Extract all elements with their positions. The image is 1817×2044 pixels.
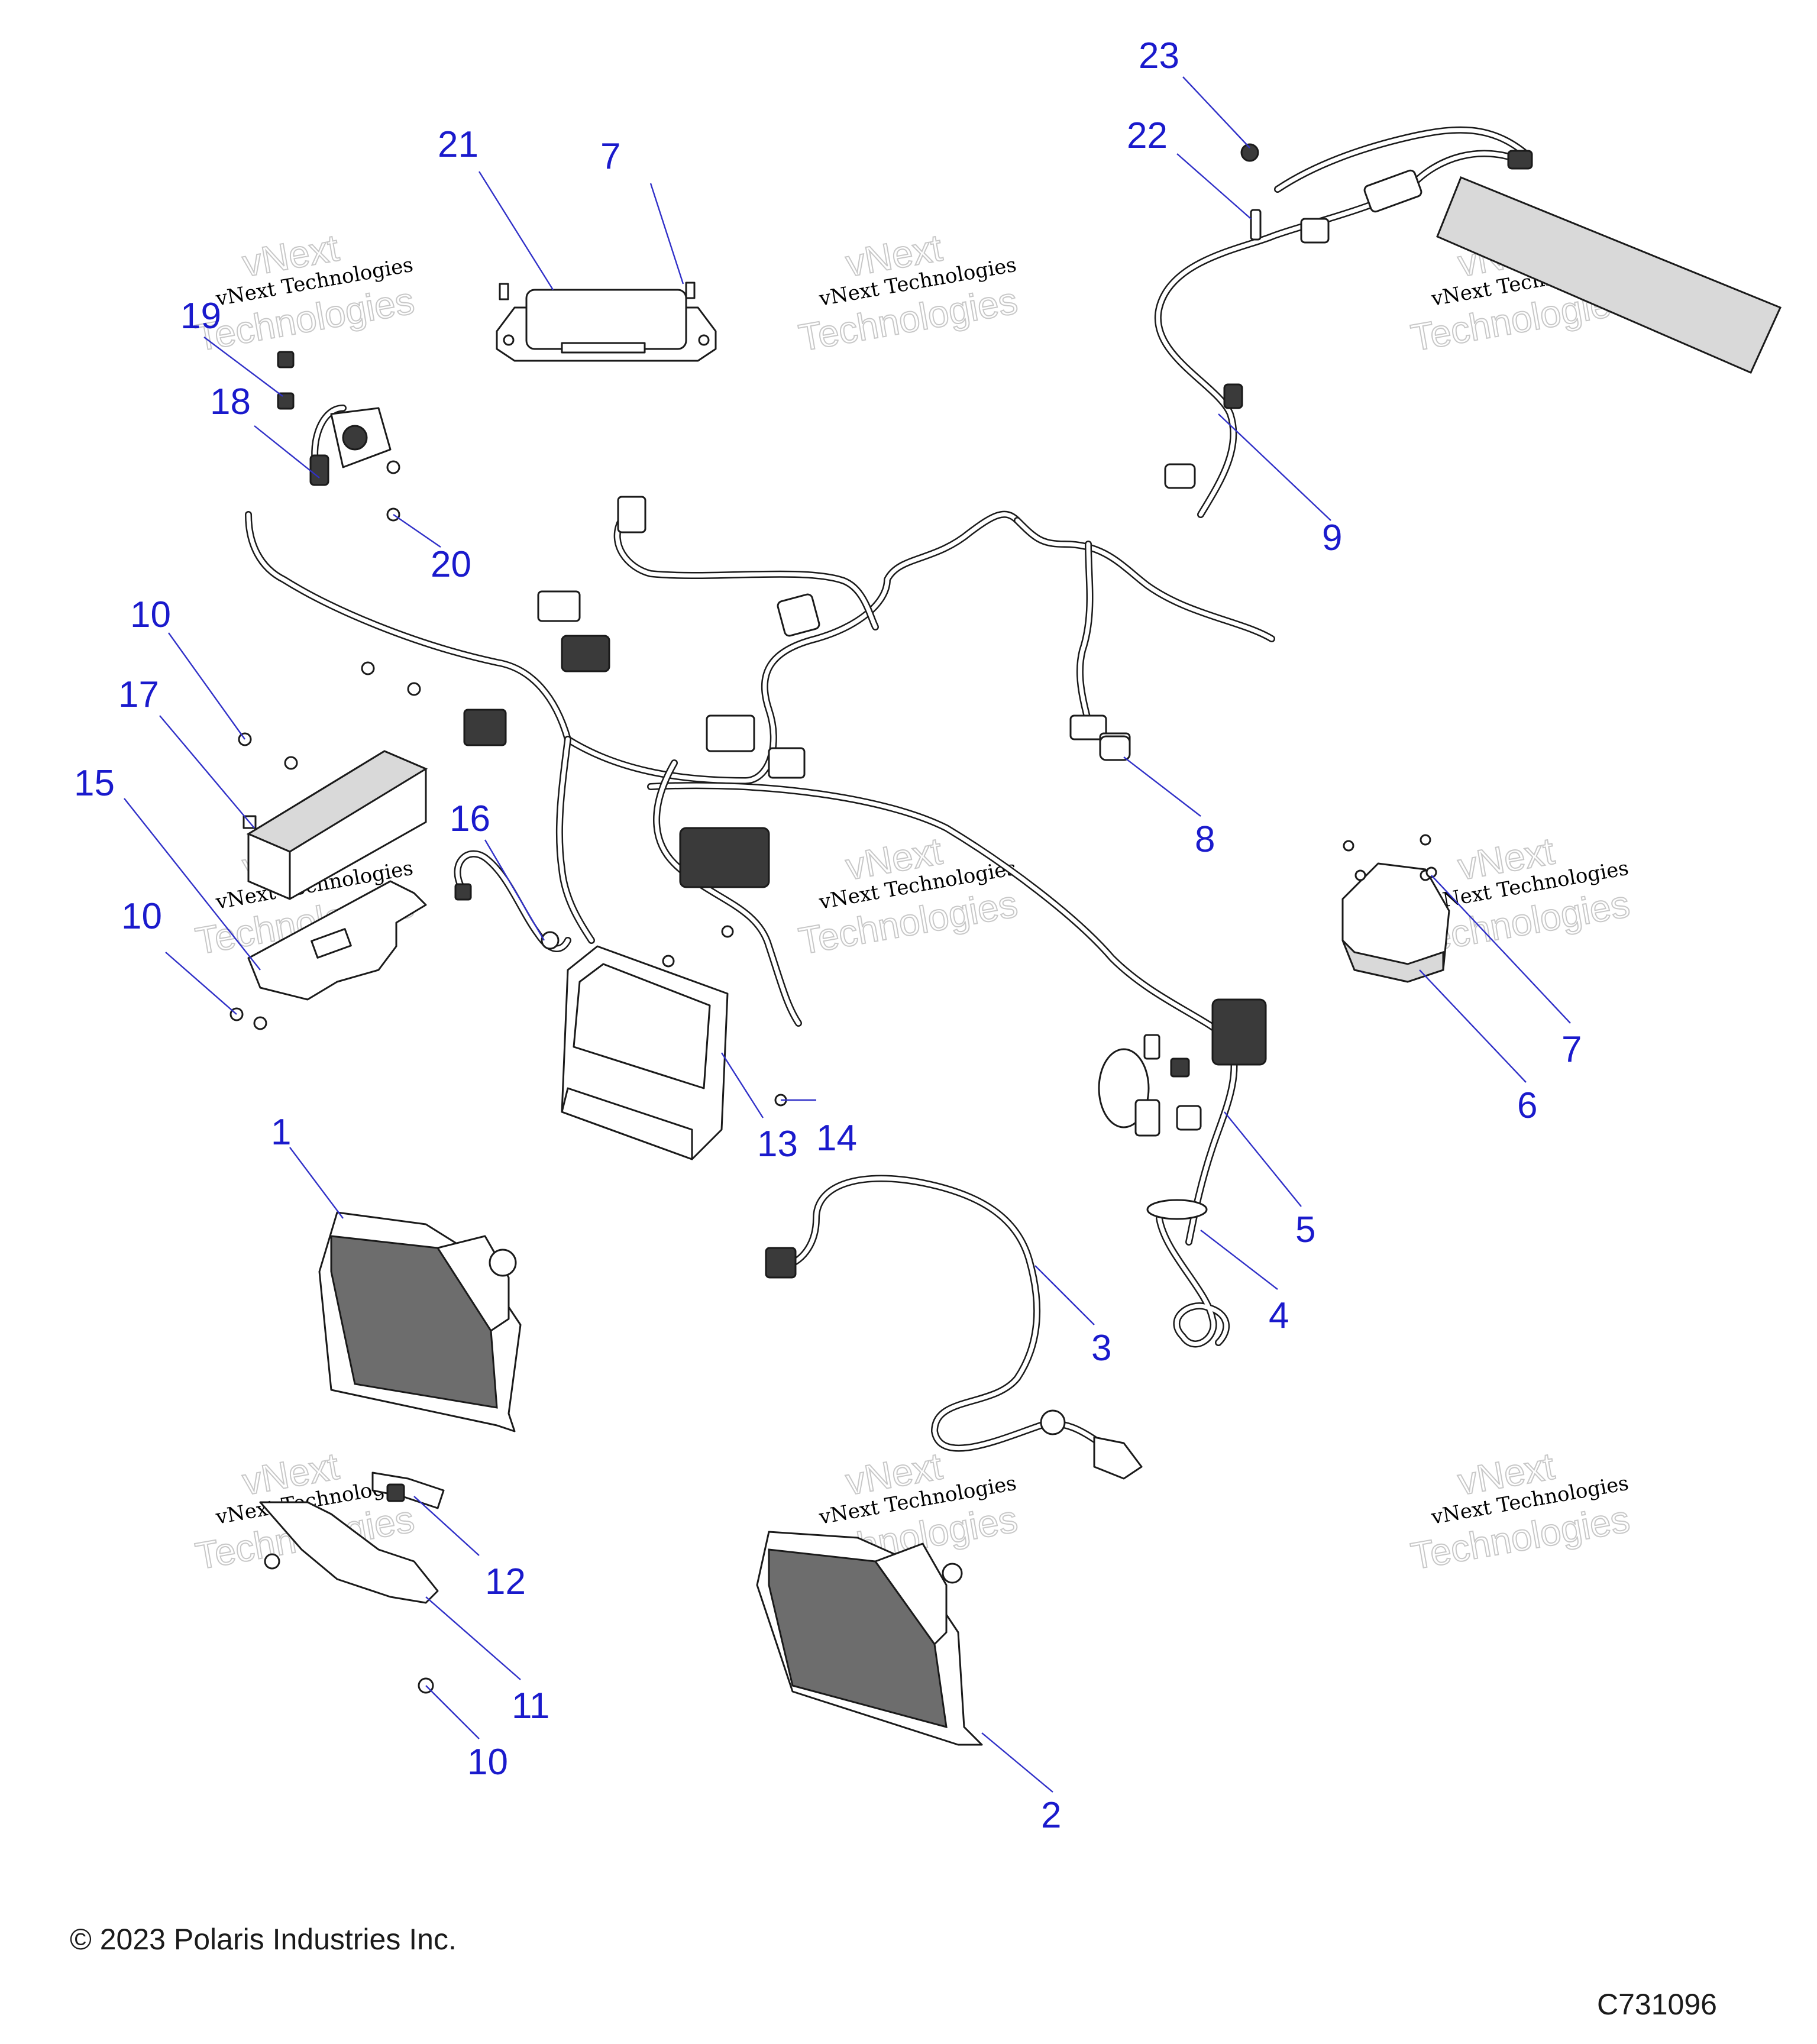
callout-23: 23	[1139, 35, 1179, 76]
callout-4: 4	[1269, 1295, 1289, 1336]
callout-9: 9	[1322, 518, 1342, 558]
callout-labels: 1 2 3 4 5 6 7 7 8 9 10 10 10 11 12 13 14…	[74, 35, 1582, 1836]
part-1-headlight-left	[318, 1211, 522, 1432]
callout-10-middle: 10	[121, 896, 162, 937]
callout-20: 20	[431, 544, 471, 585]
callout-6: 6	[1517, 1085, 1537, 1126]
part-3-harness	[765, 1175, 1143, 1480]
callout-10-lower: 10	[467, 1742, 508, 1783]
watermark-top-center: vNext vNext Technologies Technologies	[795, 225, 1021, 360]
callout-7-top: 7	[600, 136, 620, 177]
part-12-clip	[371, 1471, 445, 1509]
callout-3: 3	[1091, 1328, 1111, 1369]
part-17-control-module	[238, 661, 428, 900]
callout-13: 13	[757, 1124, 798, 1165]
part-11-bracket	[259, 1501, 439, 1694]
callout-21: 21	[438, 124, 479, 165]
watermark-top-left: vNext vNext Technologies Technologies	[192, 225, 418, 360]
watermark-mid-center: vNext vNext Technologies Technologies	[795, 829, 1021, 963]
part-8-plug	[1099, 735, 1131, 761]
callout-2: 2	[1041, 1795, 1061, 1836]
figure-code: C731096	[1597, 1988, 1717, 2021]
callout-16: 16	[450, 798, 490, 839]
callout-7-right: 7	[1561, 1029, 1582, 1070]
callout-15: 15	[74, 763, 115, 804]
callout-1: 1	[271, 1112, 291, 1153]
callout-19: 19	[180, 296, 221, 337]
copyright-notice: © 2023 Polaris Industries Inc.	[70, 1923, 457, 1956]
watermark-bottom-right: vNext vNext Technologies Technologies	[1407, 1444, 1633, 1578]
part-18-switch-plug	[277, 351, 400, 522]
part-9-harness	[1154, 126, 1782, 518]
callout-12: 12	[485, 1561, 526, 1602]
callout-17: 17	[118, 674, 159, 715]
callout-18: 18	[210, 381, 251, 422]
callout-5: 5	[1295, 1209, 1315, 1250]
part-16-loop	[454, 850, 571, 952]
part-13-display	[561, 925, 787, 1160]
part-2-headlight-right	[756, 1531, 983, 1746]
callout-14: 14	[816, 1118, 857, 1159]
part-21-module	[496, 282, 717, 362]
callout-10-upper: 10	[130, 594, 171, 635]
part-4-loop	[1146, 1199, 1230, 1348]
callout-22: 22	[1127, 115, 1168, 156]
leader-lines	[124, 76, 1571, 1793]
callout-11: 11	[512, 1686, 549, 1726]
callout-8: 8	[1195, 819, 1215, 860]
part-6-speaker	[1341, 834, 1450, 983]
part-5-main-harness	[245, 496, 1275, 1246]
